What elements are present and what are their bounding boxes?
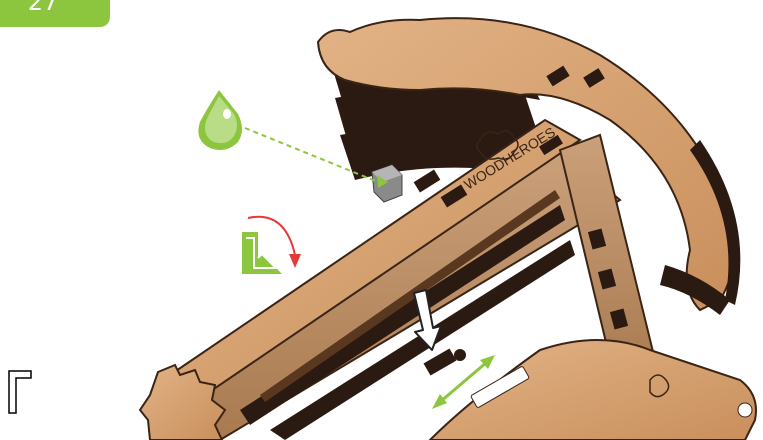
slider-part (424, 348, 457, 375)
base-hole (738, 403, 752, 417)
corner-mark-icon (8, 370, 32, 414)
inserted-peg (372, 165, 402, 202)
assembly-angle-icon (242, 232, 282, 274)
base-plate (430, 340, 756, 440)
pin-hole (454, 349, 466, 361)
glue-drop-icon (198, 90, 242, 150)
